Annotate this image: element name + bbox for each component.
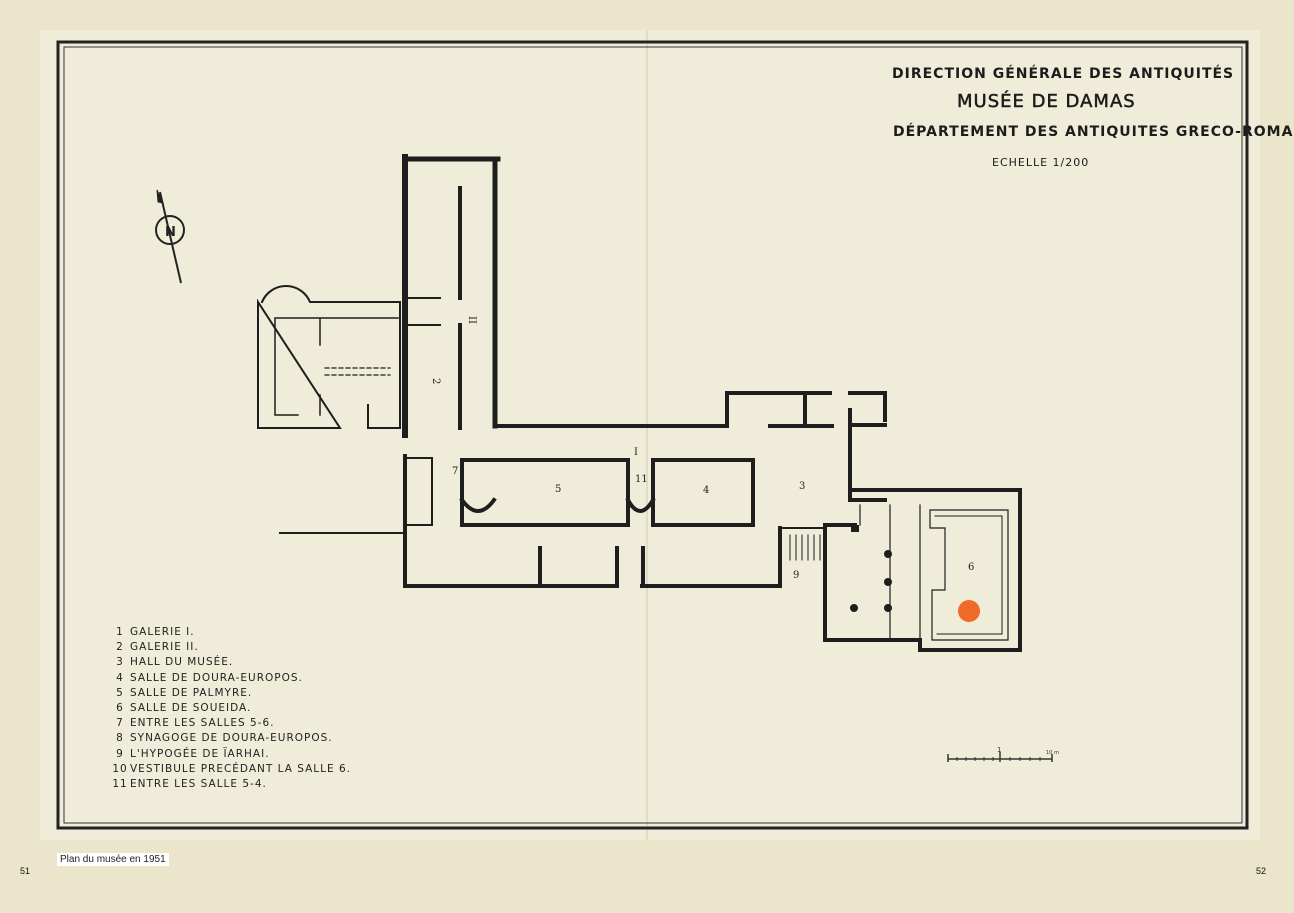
page-number-right: 52 [1256, 866, 1267, 876]
room-label: 6 [968, 562, 974, 573]
room-label: II [466, 316, 477, 324]
svg-text:N: N [165, 225, 176, 240]
room-label: 5 [555, 484, 561, 495]
room-label: 3 [799, 481, 805, 492]
room-label: 4 [703, 485, 709, 496]
location-marker [958, 600, 980, 622]
room-label: 2 [430, 378, 441, 384]
north-arrow-icon: N [155, 189, 185, 284]
page-number-left: 51 [20, 866, 31, 876]
header-directorate: DIRECTION GÉNÉRALE DES ANTIQUITÉS [892, 66, 1235, 82]
svg-text:10 m: 10 m [1046, 750, 1059, 756]
room-label: 7 [452, 466, 458, 477]
figure-caption: Plan du musée en 1951 [57, 853, 169, 866]
header-museum: MUSÉE DE DAMAS [957, 91, 1136, 113]
room-label: I [634, 447, 638, 458]
room-label: 9 [793, 570, 799, 581]
room-label: 11 [635, 474, 648, 485]
header-department: DÉPARTEMENT DES ANTIQUITES GRECO-ROMAINE… [893, 124, 1294, 140]
header-scale: ECHELLE 1/200 [992, 156, 1090, 169]
svg-text:1: 1 [997, 746, 1001, 754]
map-frame [56, 40, 1249, 830]
scale-bar: 1 10 m [947, 746, 1059, 762]
